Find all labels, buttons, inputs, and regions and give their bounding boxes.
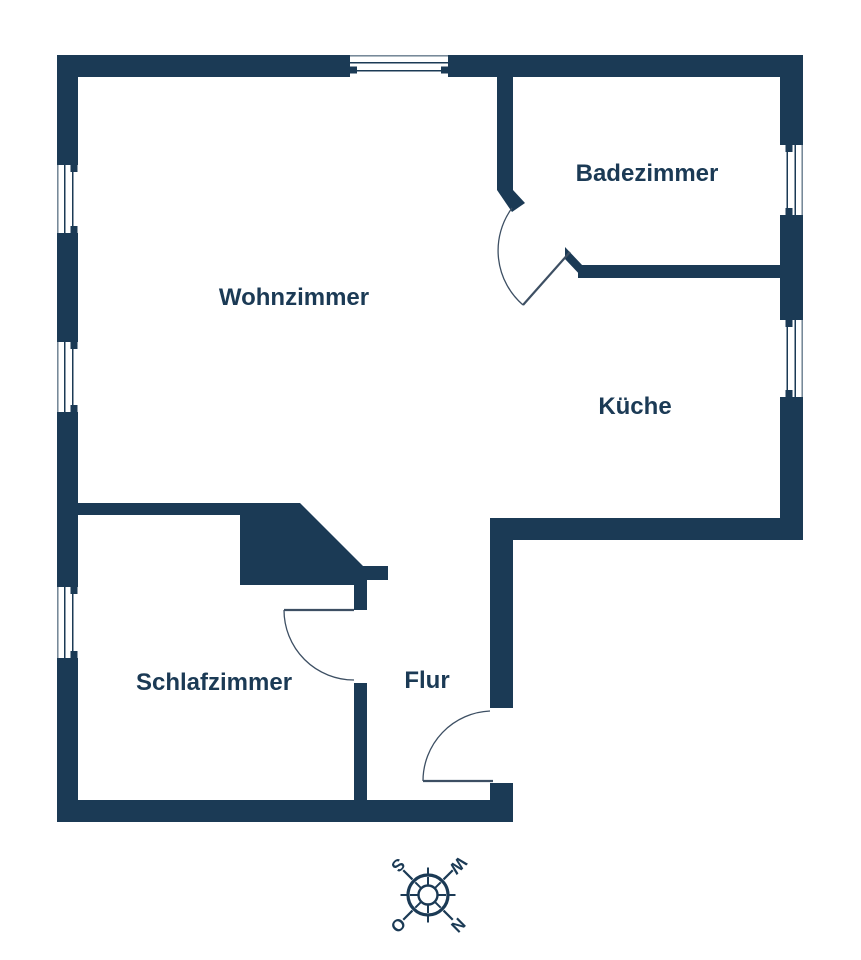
window-right-1 bbox=[785, 145, 803, 215]
window-right-2 bbox=[785, 320, 803, 397]
door-schlafzimmer-arc bbox=[283, 609, 355, 681]
room-label-flur: Flur bbox=[404, 667, 449, 694]
wall-bottom bbox=[57, 800, 513, 822]
window-left-3 bbox=[57, 587, 78, 658]
window-left-1 bbox=[57, 165, 78, 233]
door-schlafzimmer bbox=[283, 608, 355, 681]
wall-flur-right-lower bbox=[490, 783, 513, 822]
wall-badezimmer-left bbox=[497, 77, 513, 190]
room-label-schlafzimmer: Schlafzimmer bbox=[136, 669, 292, 696]
windows bbox=[57, 55, 803, 658]
compass-pointers bbox=[402, 869, 454, 921]
wall-schlafzimmer-flur-lower bbox=[354, 683, 367, 800]
doors bbox=[283, 207, 571, 783]
door-badezimmer bbox=[497, 207, 571, 306]
wall-schlafzimmer-flur-upper bbox=[354, 580, 367, 610]
chimney-block bbox=[240, 503, 363, 585]
wall-top-left bbox=[57, 55, 350, 77]
compass-spokes bbox=[410, 877, 446, 913]
wall-left-seg2 bbox=[57, 233, 78, 342]
compass-ticks bbox=[400, 867, 456, 923]
wall-badezimmer-left-stub bbox=[497, 190, 525, 212]
window-top bbox=[350, 55, 448, 74]
compass-rose-icon: S W N O bbox=[387, 853, 471, 937]
door-badezimmer-arc bbox=[497, 207, 524, 306]
wall-chimney-stub bbox=[363, 566, 388, 580]
compass-outer-ring bbox=[406, 873, 450, 917]
wall-flur-right-upper bbox=[490, 518, 513, 708]
room-label-badezimmer: Badezimmer bbox=[576, 160, 719, 187]
wall-badezimmer-bottom bbox=[578, 265, 782, 278]
room-label-kueche: Küche bbox=[598, 393, 671, 420]
wall-kueche-bottom bbox=[490, 518, 803, 540]
window-left-2 bbox=[57, 342, 78, 412]
wall-right-seg2 bbox=[780, 215, 803, 320]
wall-schlafzimmer-top bbox=[77, 503, 240, 515]
door-entry bbox=[422, 710, 493, 783]
room-label-wohnzimmer: Wohnzimmer bbox=[219, 284, 369, 311]
room-labels: Wohnzimmer Badezimmer Küche Schlafzimmer… bbox=[136, 160, 718, 696]
compass-inner-ring bbox=[417, 884, 439, 906]
door-badezimmer-leaf bbox=[522, 251, 571, 306]
wall-right-seg3 bbox=[780, 397, 803, 540]
wall-left-seg1 bbox=[57, 55, 78, 165]
wall-top-right bbox=[448, 55, 803, 77]
door-entry-arc bbox=[422, 710, 491, 782]
wall-right-seg1 bbox=[780, 55, 803, 145]
wall-left-seg4 bbox=[57, 658, 78, 822]
wall-left-seg3 bbox=[57, 412, 78, 587]
walls bbox=[57, 55, 803, 822]
